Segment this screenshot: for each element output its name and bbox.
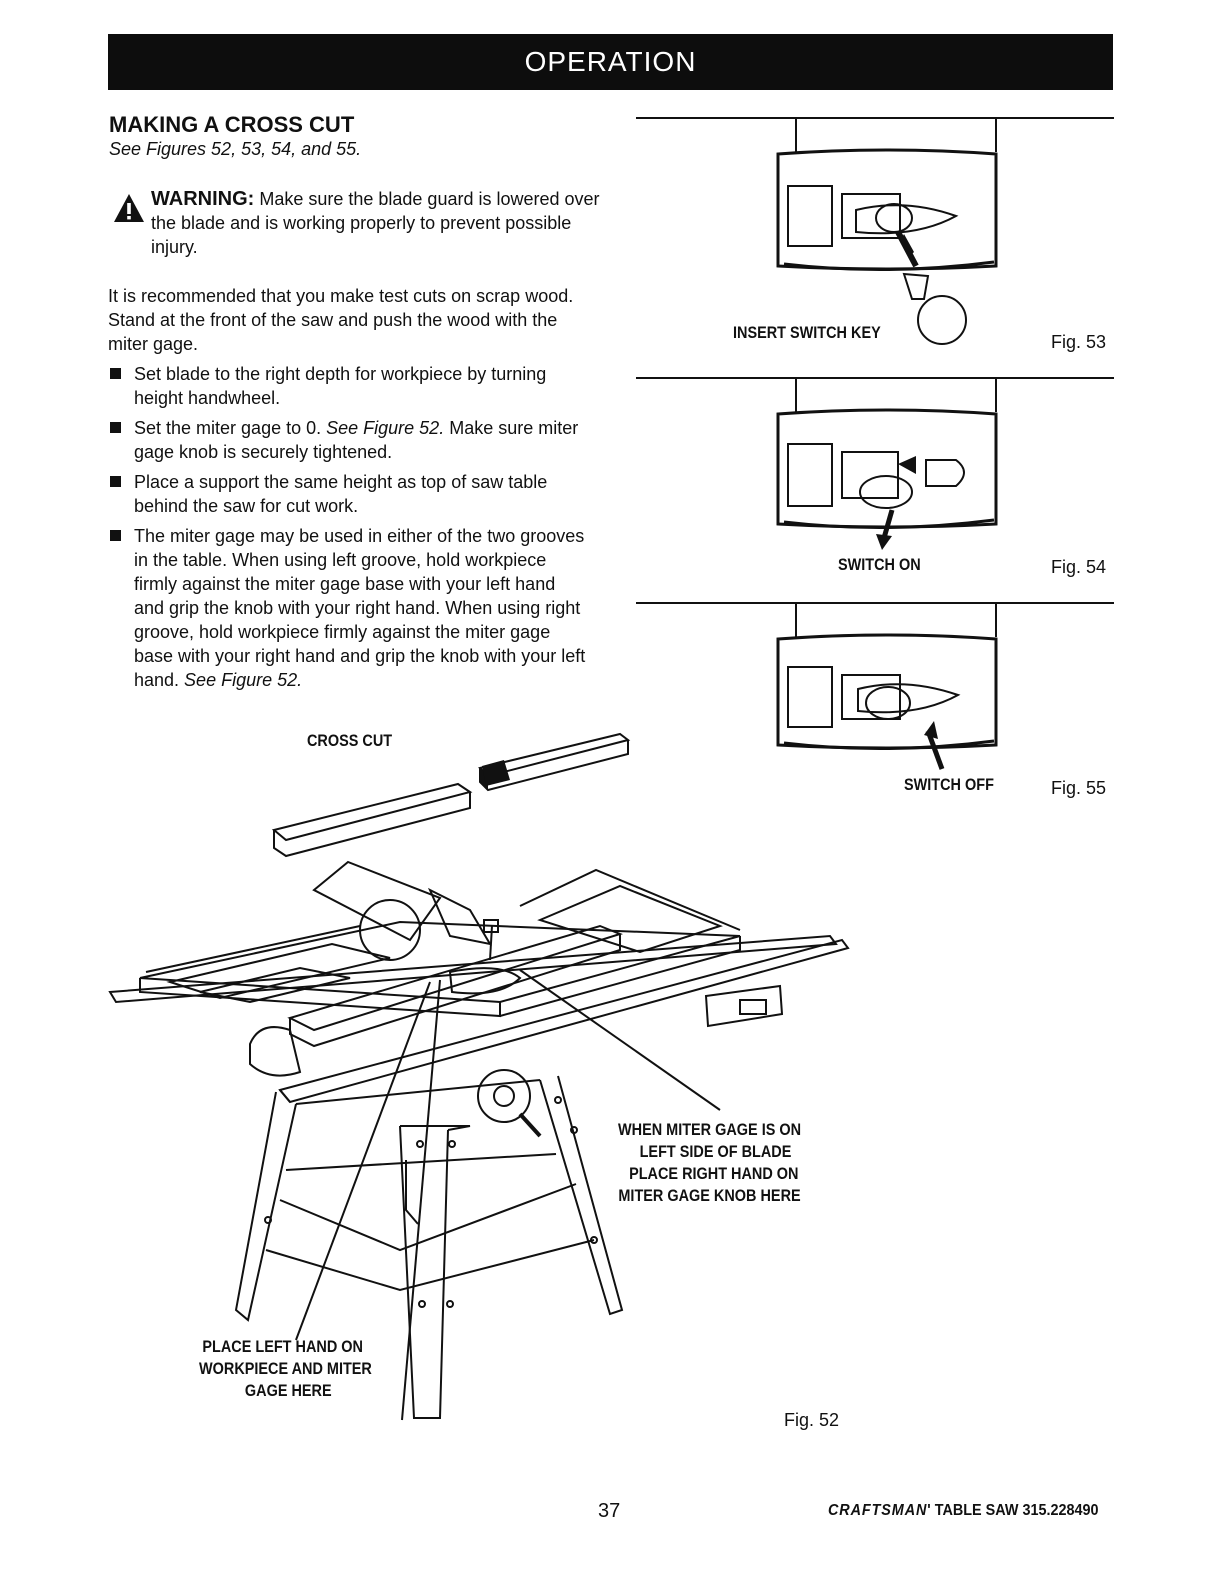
warning-body: Make sure the blade guard is lowered ove… [151, 189, 600, 257]
list-item: Set the miter gage to 0. See Figure 52. … [108, 416, 588, 464]
figure-53-caption: INSERT SWITCH KEY [733, 323, 881, 342]
right-hand-callout: WHEN MITER GAGE IS ON LEFT SIDE OF BLADE… [618, 1119, 801, 1207]
switch-on-illustration [636, 377, 1114, 550]
instruction-list: Set blade to the right depth for workpie… [108, 362, 588, 698]
section-title: MAKING A CROSS CUT [109, 112, 355, 137]
figure-54-number: Fig. 54 [1051, 557, 1107, 577]
list-item-text: Set blade to the right depth for workpie… [134, 364, 547, 408]
bullet-square-icon [110, 476, 121, 487]
page-number: 37 [598, 1500, 621, 1522]
warning-label: WARNING: [151, 188, 255, 210]
switch-key-insert-illustration [636, 117, 1114, 345]
callout-line: GAGE HERE [244, 1381, 332, 1400]
callout-line: PLACE RIGHT HAND ON [629, 1164, 799, 1183]
bullet-square-icon [110, 422, 121, 433]
bullet-square-icon [110, 368, 121, 379]
warning-text: WARNING: Make sure the blade guard is lo… [151, 187, 601, 259]
figure-53-number: Fig. 53 [1051, 332, 1107, 352]
warning-icon [114, 194, 144, 222]
list-item-text: Set the miter gage to 0. [134, 418, 327, 438]
callout-line: WORKPIECE AND MITER [199, 1359, 372, 1378]
list-item-text: The miter gage may be used in either of … [134, 526, 586, 690]
brand-logo: CRAFTSMAN [828, 1502, 928, 1519]
figure-55-number: Fig. 55 [1051, 778, 1107, 798]
list-item-text: Place a support the same height as top o… [134, 472, 548, 516]
list-item: Place a support the same height as top o… [108, 470, 588, 518]
figure-54-caption: SWITCH ON [838, 555, 921, 574]
switch-off-illustration [636, 602, 1114, 770]
table-saw-illustration [108, 732, 850, 1421]
callout-line: WHEN MITER GAGE IS ON [618, 1120, 802, 1139]
callout-line: PLACE LEFT HAND ON [202, 1337, 363, 1356]
section-subtitle: See Figures 52, 53, 54, and 55. [109, 139, 362, 159]
cross-cut-label: CROSS CUT [307, 731, 393, 750]
callout-line: LEFT SIDE OF BLADE [639, 1142, 792, 1161]
section-banner: OPERATION [108, 34, 1113, 90]
list-item: Set blade to the right depth for workpie… [108, 362, 588, 410]
figure-55-caption: SWITCH OFF [904, 775, 994, 794]
figure-reference: See Figure 52. [326, 418, 445, 438]
callout-line: MITER GAGE KNOB HERE [618, 1186, 801, 1205]
figure-52-number: Fig. 52 [784, 1410, 840, 1430]
left-hand-callout: PLACE LEFT HAND ON WORKPIECE AND MITER G… [199, 1336, 372, 1402]
product-name: TABLE SAW 315.228490 [934, 1502, 1099, 1519]
footer-product: CRAFTSMAN' TABLE SAW 315.228490 [828, 1502, 1099, 1520]
list-item: The miter gage may be used in either of … [108, 524, 588, 692]
intro-paragraph: It is recommended that you make test cut… [108, 286, 574, 354]
trademark: ' [927, 1502, 935, 1519]
list-item-text: Make sure miter gage knob is securely ti… [134, 418, 579, 462]
bullet-square-icon [110, 530, 121, 541]
figure-reference: See Figure 52. [184, 670, 303, 690]
